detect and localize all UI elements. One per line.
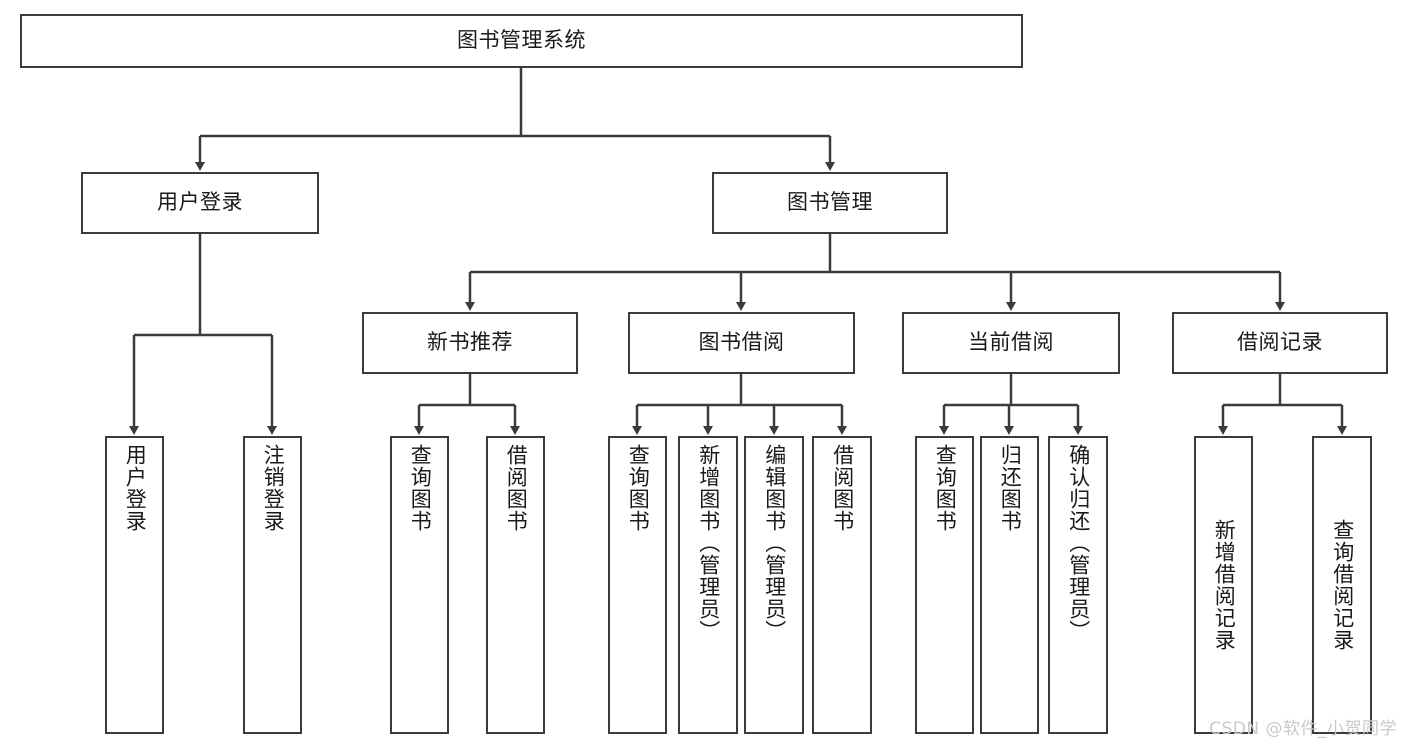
node-root-system[interactable]: 图书管理系统 bbox=[20, 14, 1023, 68]
node-leaf-recommend-query-book[interactable]: 查询图书 bbox=[390, 436, 449, 734]
node-leaf-query-borrow-record-label: 查询借阅记录 bbox=[1330, 519, 1355, 651]
node-new-book-recommend[interactable]: 新书推荐 bbox=[362, 312, 578, 374]
node-leaf-return-book[interactable]: 归还图书 bbox=[980, 436, 1039, 734]
node-book-borrow[interactable]: 图书借阅 bbox=[628, 312, 855, 374]
node-leaf-add-book-admin-label: 新增图书（管理员） bbox=[696, 444, 721, 642]
node-leaf-edit-book-admin-label: 编辑图书（管理员） bbox=[762, 444, 787, 642]
node-leaf-borrow-query-book[interactable]: 查询图书 bbox=[608, 436, 667, 734]
node-leaf-logout-label: 注销登录 bbox=[261, 444, 286, 532]
node-leaf-query-borrow-record[interactable]: 查询借阅记录 bbox=[1312, 436, 1372, 734]
node-leaf-borrow-book-label: 借阅图书 bbox=[830, 444, 855, 532]
node-leaf-add-borrow-record[interactable]: 新增借阅记录 bbox=[1194, 436, 1253, 734]
node-book-management-label: 图书管理 bbox=[787, 190, 873, 215]
node-leaf-logout[interactable]: 注销登录 bbox=[243, 436, 302, 734]
node-user-login-label: 用户登录 bbox=[157, 190, 243, 215]
node-leaf-add-book-admin[interactable]: 新增图书（管理员） bbox=[678, 436, 738, 734]
node-current-borrow[interactable]: 当前借阅 bbox=[902, 312, 1120, 374]
node-leaf-current-query-book-label: 查询图书 bbox=[933, 444, 958, 532]
node-user-login[interactable]: 用户登录 bbox=[81, 172, 319, 234]
node-leaf-confirm-return-admin[interactable]: 确认归还（管理员） bbox=[1048, 436, 1108, 734]
node-leaf-borrow-query-book-label: 查询图书 bbox=[626, 444, 651, 532]
node-new-book-recommend-label: 新书推荐 bbox=[427, 330, 513, 355]
node-borrow-record-label: 借阅记录 bbox=[1237, 330, 1323, 355]
node-book-borrow-label: 图书借阅 bbox=[698, 330, 785, 355]
node-leaf-recommend-borrow-book[interactable]: 借阅图书 bbox=[486, 436, 545, 734]
node-leaf-recommend-borrow-book-label: 借阅图书 bbox=[504, 444, 529, 532]
node-leaf-user-login[interactable]: 用户登录 bbox=[105, 436, 164, 734]
node-leaf-recommend-query-book-label: 查询图书 bbox=[408, 444, 433, 532]
node-root-system-label: 图书管理系统 bbox=[457, 28, 586, 53]
node-leaf-current-query-book[interactable]: 查询图书 bbox=[915, 436, 974, 734]
node-leaf-borrow-book[interactable]: 借阅图书 bbox=[812, 436, 872, 734]
node-leaf-return-book-label: 归还图书 bbox=[998, 444, 1023, 532]
node-leaf-user-login-label: 用户登录 bbox=[123, 444, 148, 532]
node-leaf-confirm-return-admin-label: 确认归还（管理员） bbox=[1066, 444, 1091, 642]
node-leaf-add-borrow-record-label: 新增借阅记录 bbox=[1212, 519, 1237, 651]
node-borrow-record[interactable]: 借阅记录 bbox=[1172, 312, 1388, 374]
node-leaf-edit-book-admin[interactable]: 编辑图书（管理员） bbox=[744, 436, 804, 734]
csdn-watermark: CSDN @软件_小贺同学 bbox=[1209, 719, 1397, 739]
node-book-management[interactable]: 图书管理 bbox=[712, 172, 948, 234]
node-current-borrow-label: 当前借阅 bbox=[968, 330, 1054, 355]
